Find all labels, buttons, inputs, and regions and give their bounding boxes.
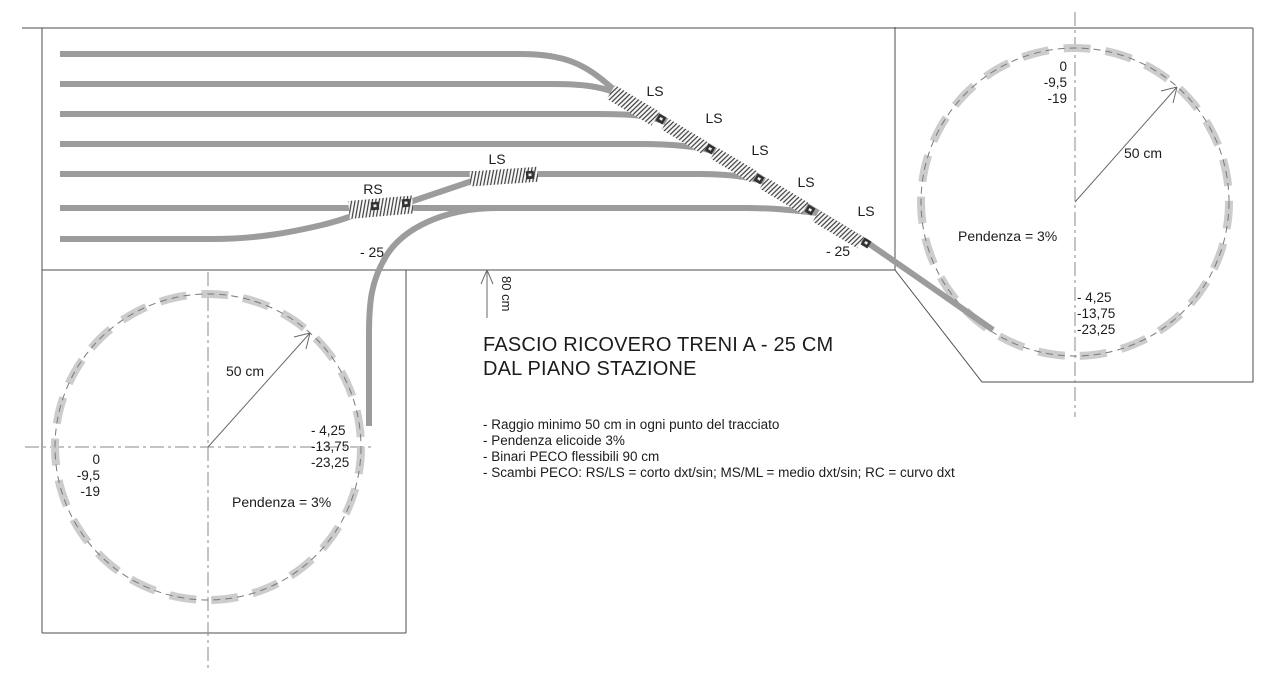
level-value: -9,5: [1043, 75, 1067, 90]
helix-right-gradient-label: Pendenza = 3%: [958, 228, 1058, 244]
switch-label-ls: LS: [751, 142, 769, 158]
switch-hatches: [348, 85, 864, 249]
helix-left-levels-mid: - 4,25 -13,75 -23,25: [311, 423, 349, 471]
helix-left-circle: [51, 290, 365, 604]
switch-label-ls: LS: [857, 203, 875, 219]
note-line: - Binari PECO flessibili 90 cm: [483, 449, 660, 464]
dimension-arrows: [207, 86, 1178, 448]
note-line: - Pendenza elicoide 3%: [483, 433, 625, 448]
helix-right-radius-label: 50 cm: [1123, 145, 1163, 161]
radius-arrow-right: [1074, 86, 1178, 203]
switch-label-rs: RS: [363, 181, 383, 197]
level-value: - 4,25: [1077, 290, 1112, 305]
depth-label: - 25: [825, 243, 851, 259]
switch-label-ls: LS: [646, 83, 664, 99]
level-value: -23,25: [1077, 322, 1116, 337]
note-line: - Scambi PECO: RS/LS = corto dxt/sin; MS…: [483, 465, 955, 480]
ladder-track: [610, 85, 995, 333]
helix-right-levels-mid: - 4,25 -13,75 -23,25: [1077, 290, 1115, 338]
level-value: -23,25: [311, 455, 350, 470]
switch-label-ls: LS: [488, 151, 506, 167]
centerlines: [25, 12, 1076, 668]
helix-left-radius-label: 50 cm: [225, 363, 265, 379]
plan-title: FASCIO RICOVERO TRENI A - 25 CM DAL PIAN…: [483, 333, 833, 381]
level-value: 0: [92, 452, 100, 467]
helix-left-levels-entry: 0 -9,5 -19: [40, 452, 100, 500]
helix-right-circle: [917, 44, 1233, 360]
panel-outlines: [22, 27, 1254, 634]
helix-left-approach-track: [366, 205, 530, 426]
level-value: -13,75: [311, 439, 350, 454]
helix-right-levels-entry: 0 -9,5 -19: [1007, 59, 1067, 107]
level-value: -19: [80, 484, 100, 499]
plan-title-line-2: DAL PIANO STAZIONE: [483, 358, 697, 380]
level-value: -13,75: [1077, 306, 1116, 321]
dimension-80cm-label: 80 cm: [499, 276, 514, 312]
switch-label-ls: LS: [705, 110, 723, 126]
point-motors: [370, 113, 872, 249]
depth-dimension-arrow: [480, 269, 494, 318]
level-value: -19: [1047, 91, 1067, 106]
yard-tracks: [60, 51, 995, 426]
depth-label: - 25: [359, 244, 385, 260]
helix-left-gradient-label: Pendenza = 3%: [232, 494, 332, 510]
level-value: - 4,25: [311, 423, 346, 438]
level-value: 0: [1059, 59, 1067, 74]
level-value: -9,5: [76, 468, 100, 483]
plan-title-line-1: FASCIO RICOVERO TRENI A - 25 CM: [483, 334, 834, 356]
switch-label-ls: LS: [797, 174, 815, 190]
radius-arrow-left: [207, 332, 311, 448]
note-line: - Raggio minimo 50 cm in ogni punto del …: [483, 417, 780, 432]
plan-notes: - Raggio minimo 50 cm in ogni punto del …: [483, 417, 955, 481]
